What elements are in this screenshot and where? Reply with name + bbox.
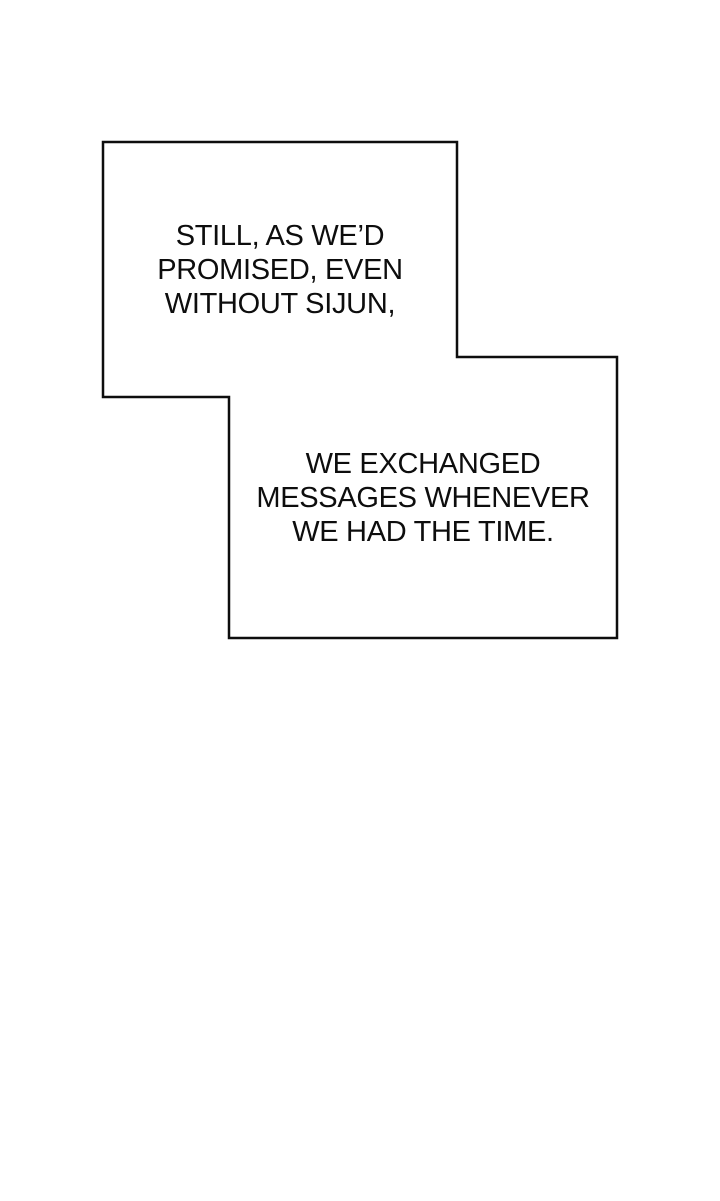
- caption-box-lower: WE EXCHANGED MESSAGES WHENEVER WE HAD TH…: [229, 357, 617, 638]
- caption-box-upper: STILL, AS WE’D PROMISED, EVEN WITHOUT SI…: [103, 142, 457, 397]
- caption-text-upper: STILL, AS WE’D PROMISED, EVEN WITHOUT SI…: [157, 219, 403, 320]
- caption-text-lower: WE EXCHANGED MESSAGES WHENEVER WE HAD TH…: [256, 447, 590, 548]
- caption-panel-outline: [101, 140, 619, 640]
